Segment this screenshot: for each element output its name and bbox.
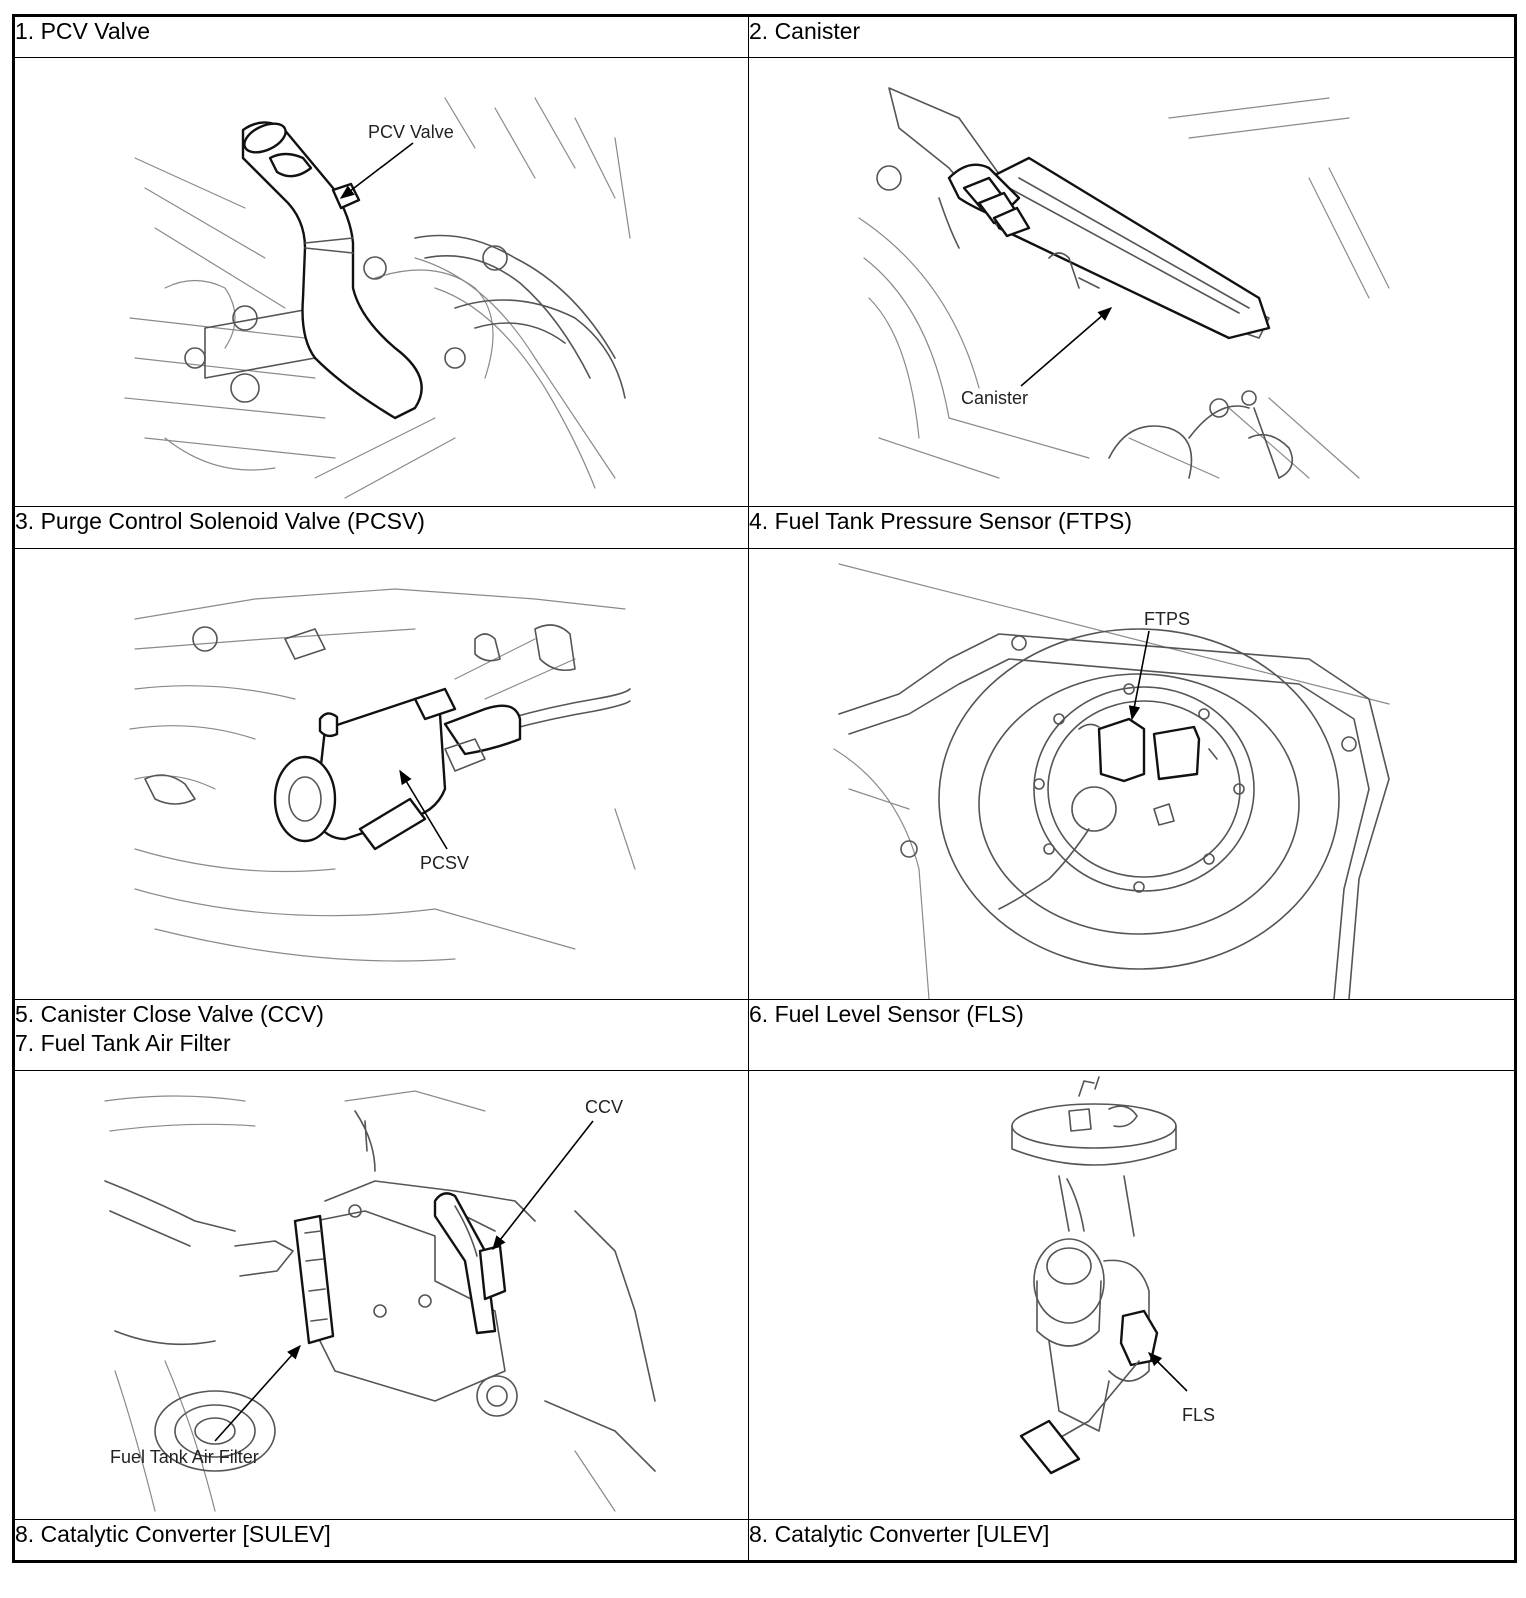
ccv-bracket [234,1204,506,1402]
figure-ccv-air-filter: CCV Fuel Tank Air Filter [13,1070,749,1520]
canister-body [888,87,1271,340]
pcsv-body [273,687,631,851]
pcv-valve-leader [339,142,414,199]
label-pcsv: 3. Purge Control Solenoid Valve (PCSV) [15,508,425,534]
ftps-leader [1128,630,1150,721]
label-canister: 2. Canister [749,18,861,44]
ccv-background [104,1090,656,1512]
ftps-tank-background [833,563,1390,999]
cell-label-pcsv: 3. Purge Control Solenoid Valve (PCSV) [13,506,749,549]
callout-canister: Canister [961,388,1028,408]
label-catalytic-converter-sulev: 8. Catalytic Converter [SULEV] [15,1521,331,1547]
fls-pump-module [1011,1076,1177,1475]
canister-leader [1020,307,1113,387]
callout-ftps: FTPS [1144,609,1190,629]
label-catalytic-converter-ulev: 8. Catalytic Converter [ULEV] [749,1521,1050,1547]
label-ccv: 5. Canister Close Valve (CCV) [15,1001,324,1027]
label-fls: 6. Fuel Level Sensor (FLS) [749,1001,1024,1027]
component-location-table: 1. PCV Valve 2. Canister [12,14,1517,1563]
air-filter-leader [214,1344,301,1442]
callout-fuel-tank-air-filter: Fuel Tank Air Filter [110,1447,259,1467]
callout-pcsv: PCSV [420,853,469,873]
callout-fls: FLS [1182,1405,1215,1425]
ccv-valve [433,1192,507,1335]
cell-label-ftps: 4. Fuel Tank Pressure Sensor (FTPS) [748,506,1516,549]
figure-canister: Canister [748,57,1516,507]
pcsv-background [129,588,636,962]
figure-fls: FLS [748,1070,1516,1520]
figure-ftps: FTPS [748,548,1516,1000]
canister-background [858,97,1390,479]
cell-label-fls: 6. Fuel Level Sensor (FLS) [748,999,1516,1071]
label-pcv-valve: 1. PCV Valve [15,18,151,44]
pcv-engine-background [124,97,631,499]
pcsv-leader [399,769,448,850]
cell-label-canister: 2. Canister [748,15,1516,58]
fls-leader [1147,1351,1188,1392]
cell-label-ccv-air-filter: 5. Canister Close Valve (CCV) 7. Fuel Ta… [13,999,749,1071]
callout-pcv-valve: PCV Valve [368,122,454,142]
cell-label-pcv-valve: 1. PCV Valve [13,15,749,58]
callout-ccv: CCV [585,1097,623,1117]
label-fuel-tank-air-filter: 7. Fuel Tank Air Filter [15,1030,231,1056]
ccv-leader [492,1120,594,1251]
ftps-pump-flange [998,683,1255,910]
figure-pcv-valve: PCV Valve [13,57,749,507]
cell-label-cat-sulev: 8. Catalytic Converter [SULEV] [13,1519,749,1562]
figure-pcsv: PCSV [13,548,749,1000]
label-ftps: 4. Fuel Tank Pressure Sensor (FTPS) [749,508,1133,534]
cell-label-cat-ulev: 8. Catalytic Converter [ULEV] [748,1519,1516,1562]
